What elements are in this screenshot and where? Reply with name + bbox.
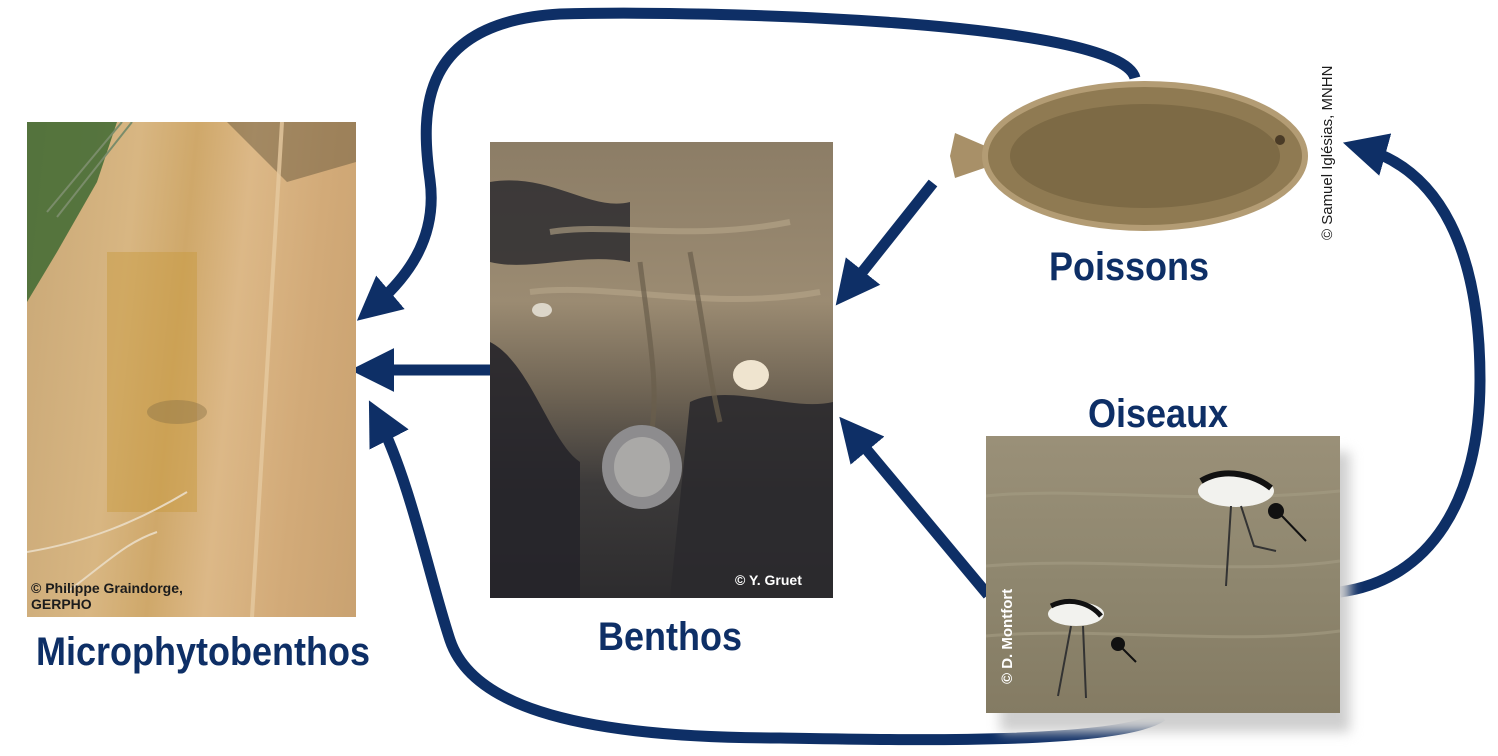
- microphytobenthos-photo: © Philippe Graindorge, GERPHO: [27, 122, 356, 617]
- arrow-poissons-to-benthos: [848, 183, 933, 290]
- oiseaux-photo: © D. Montfort: [986, 436, 1340, 713]
- benthos-photo: © Y. Gruet: [490, 142, 833, 598]
- microphytobenthos-credit: © Philippe Graindorge, GERPHO: [31, 580, 183, 612]
- benthos-label: Benthos: [598, 615, 742, 660]
- avocet-2: [1048, 601, 1136, 698]
- poissons-label: Poissons: [1049, 245, 1209, 290]
- arrow-oiseaux-to-benthos: [852, 432, 988, 595]
- arrow-oiseaux-to-poissons: [1340, 148, 1480, 592]
- oiseaux-label: Oiseaux: [1088, 392, 1228, 437]
- microphytobenthos-label: Microphytobenthos: [36, 630, 370, 675]
- credit-line-2: GERPHO: [31, 596, 183, 612]
- benthos-credit: © Y. Gruet: [735, 572, 802, 588]
- fish-image: [950, 78, 1310, 238]
- credit-line-1: © Philippe Graindorge,: [31, 580, 183, 596]
- poissons-credit: © Samuel Iglésias, MNHN: [1320, 66, 1336, 240]
- oiseaux-credit: © D. Montfort: [1000, 589, 1016, 684]
- avocet-1: [1198, 473, 1306, 586]
